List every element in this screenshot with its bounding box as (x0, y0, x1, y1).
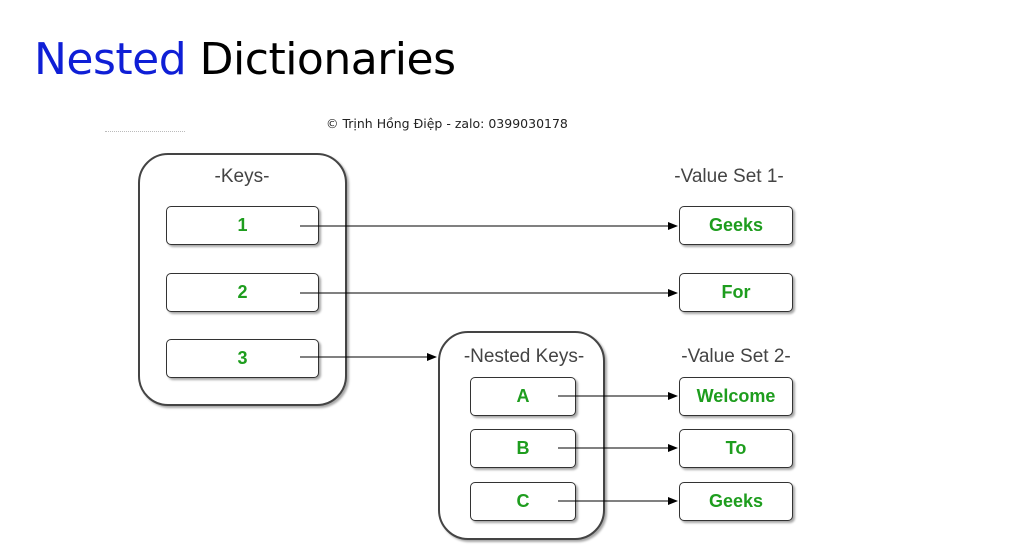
value2-box-to: To (679, 429, 793, 468)
title-accent: Nested (34, 34, 187, 85)
value2-box-geeks: Geeks (679, 482, 793, 521)
dotted-divider (105, 131, 185, 132)
nested-key-box-c: C (470, 482, 576, 521)
title-rest: Dictionaries (186, 34, 456, 85)
nested-key-box-a: A (470, 377, 576, 416)
value1-box-geeks: Geeks (679, 206, 793, 245)
key-box-2: 2 (166, 273, 319, 312)
value2-box-welcome: Welcome (679, 377, 793, 416)
nested-keys-label: -Nested Keys- (463, 346, 585, 367)
nested-key-box-b: B (470, 429, 576, 468)
credit-text: © Trịnh Hồng Điệp - zalo: 0399030178 (326, 116, 568, 131)
keys-label: -Keys- (214, 166, 270, 187)
page-title: Nested Dictionaries (34, 34, 456, 85)
value-set2-label: -Value Set 2- (681, 346, 791, 367)
key-box-3: 3 (166, 339, 319, 378)
key-box-1: 1 (166, 206, 319, 245)
value-set1-label: -Value Set 1- (674, 166, 784, 187)
value1-box-for: For (679, 273, 793, 312)
